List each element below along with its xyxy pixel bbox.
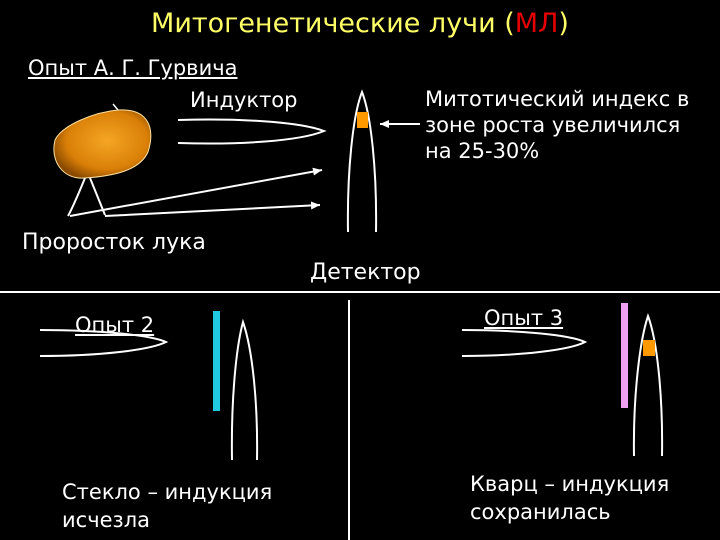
exp2-detector-root — [230, 318, 259, 461]
induction-arrow — [104, 201, 321, 217]
detector-root — [346, 89, 378, 233]
onion-bulb — [53, 103, 152, 217]
experiment1-label: Опыт А. Г. Гурвича — [28, 56, 238, 80]
glass-barrier — [213, 311, 220, 411]
experiment3-label: Опыт 3 — [484, 306, 564, 330]
exp3-inductor-root — [461, 329, 588, 357]
title-abbreviation: МЛ — [514, 8, 559, 39]
page-title: Митогенетические лучи (МЛ) — [151, 8, 569, 39]
exp2-inductor-root — [39, 329, 169, 357]
inductor-root — [177, 118, 327, 145]
inductor-root-lower — [89, 177, 106, 216]
inductor-label: Индуктор — [190, 88, 298, 112]
sprout-label: Проросток лука — [22, 230, 206, 255]
root-arrow — [69, 167, 323, 217]
experiment3-result: Кварц – индукция сохранилась — [470, 472, 670, 524]
experiment2-label: Опыт 2 — [75, 313, 155, 337]
exp3-detector-root — [632, 313, 664, 457]
exp3-growth-zone — [643, 340, 655, 356]
detector-label: Детектор — [310, 260, 421, 285]
quartz-barrier — [621, 303, 628, 408]
experiment2-result: Стекло – индукция исчезла — [62, 480, 273, 532]
growth-zone — [357, 112, 368, 128]
result-note: Митотический индекс в зоне роста увеличи… — [425, 87, 690, 163]
